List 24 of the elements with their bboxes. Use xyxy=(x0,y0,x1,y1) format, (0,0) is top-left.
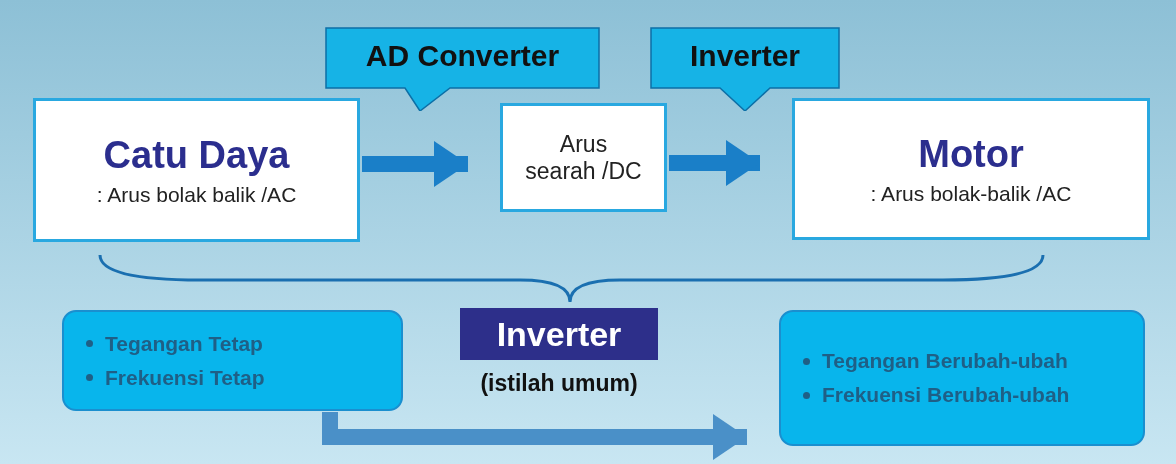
body-text: : Arus bolak-balik /AC xyxy=(870,181,1072,206)
bullet-text: Tegangan Berubah-ubah xyxy=(822,349,1068,373)
bullet-text: Tegangan Tetap xyxy=(105,331,263,356)
body-text: : Arus bolak balik /AC xyxy=(96,182,297,207)
process-box xyxy=(500,103,667,212)
heading-text: Catu Daya xyxy=(103,133,290,177)
arrow xyxy=(362,141,468,187)
bullet-text: Frekuensi Tetap xyxy=(105,365,265,390)
title-box xyxy=(460,308,658,360)
info-box xyxy=(62,310,403,411)
info-box xyxy=(779,310,1145,446)
heading-text: Inverter xyxy=(496,314,622,354)
callout-text: AD Converter xyxy=(364,39,561,73)
body-text: Arus searah /DC xyxy=(524,130,643,185)
bullet-text: Frekuensi Berubah-ubah xyxy=(822,383,1070,407)
process-box xyxy=(792,98,1150,240)
caption-text: (istilah umum) xyxy=(479,370,639,397)
callout-bubble xyxy=(325,27,600,111)
arrow xyxy=(322,412,747,460)
heading-text: Motor xyxy=(918,132,1024,176)
arrow xyxy=(669,140,760,186)
process-box xyxy=(33,98,360,242)
callout-text: Inverter xyxy=(688,39,802,73)
callout-bubble xyxy=(650,27,840,111)
